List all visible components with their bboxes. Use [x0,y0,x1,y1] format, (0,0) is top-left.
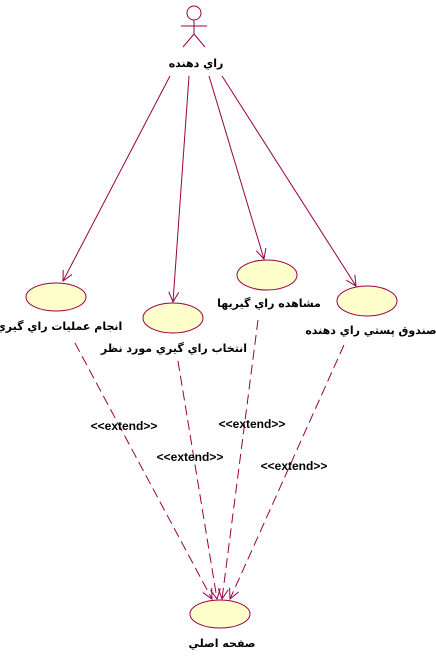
association-perform-voting [63,75,171,281]
extend-lines [74,319,345,599]
use-case-label-select-poll: انتخاب راي گيري مورد نظر [100,342,247,355]
actor-left-leg [182,33,195,48]
extend-stereotype-select-poll: <<extend>> [157,450,224,464]
extend-line-voter-mailbox [230,344,345,599]
actor-head [186,5,202,21]
extend-line-perform-voting [74,342,212,599]
extend-line-view-polls [222,319,259,599]
actor-stick-figure[interactable] [181,5,207,48]
extend-line-select-poll [177,360,217,599]
use-case-perform-voting[interactable] [25,282,87,312]
use-case-voter-mailbox[interactable] [336,285,398,317]
use-case-view-polls[interactable] [236,259,298,291]
use-case-label-view-polls: مشاهده راي گيريها [217,297,321,310]
use-case-label-perform-voting: انجام عمليات راي گيري [0,320,122,333]
association-view-polls [208,75,264,259]
use-case-label-home-page: صفحه اصلي [189,637,256,650]
extend-stereotype-voter-mailbox: <<extend>> [261,459,328,473]
extend-stereotype-view-polls: <<extend>> [219,417,286,431]
use-case-label-voter-mailbox: صندوق پستي راي دهنده [305,324,436,337]
use-case-home-page[interactable] [189,599,251,629]
association-voter-mailbox [221,75,356,286]
actor-right-leg [193,33,206,48]
associations [63,75,356,302]
actor-name: راي دهنده [169,57,224,70]
extend-stereotype-perform-voting: <<extend>> [91,419,158,433]
use-case-select-poll[interactable] [142,302,204,334]
association-select-poll [173,75,190,302]
